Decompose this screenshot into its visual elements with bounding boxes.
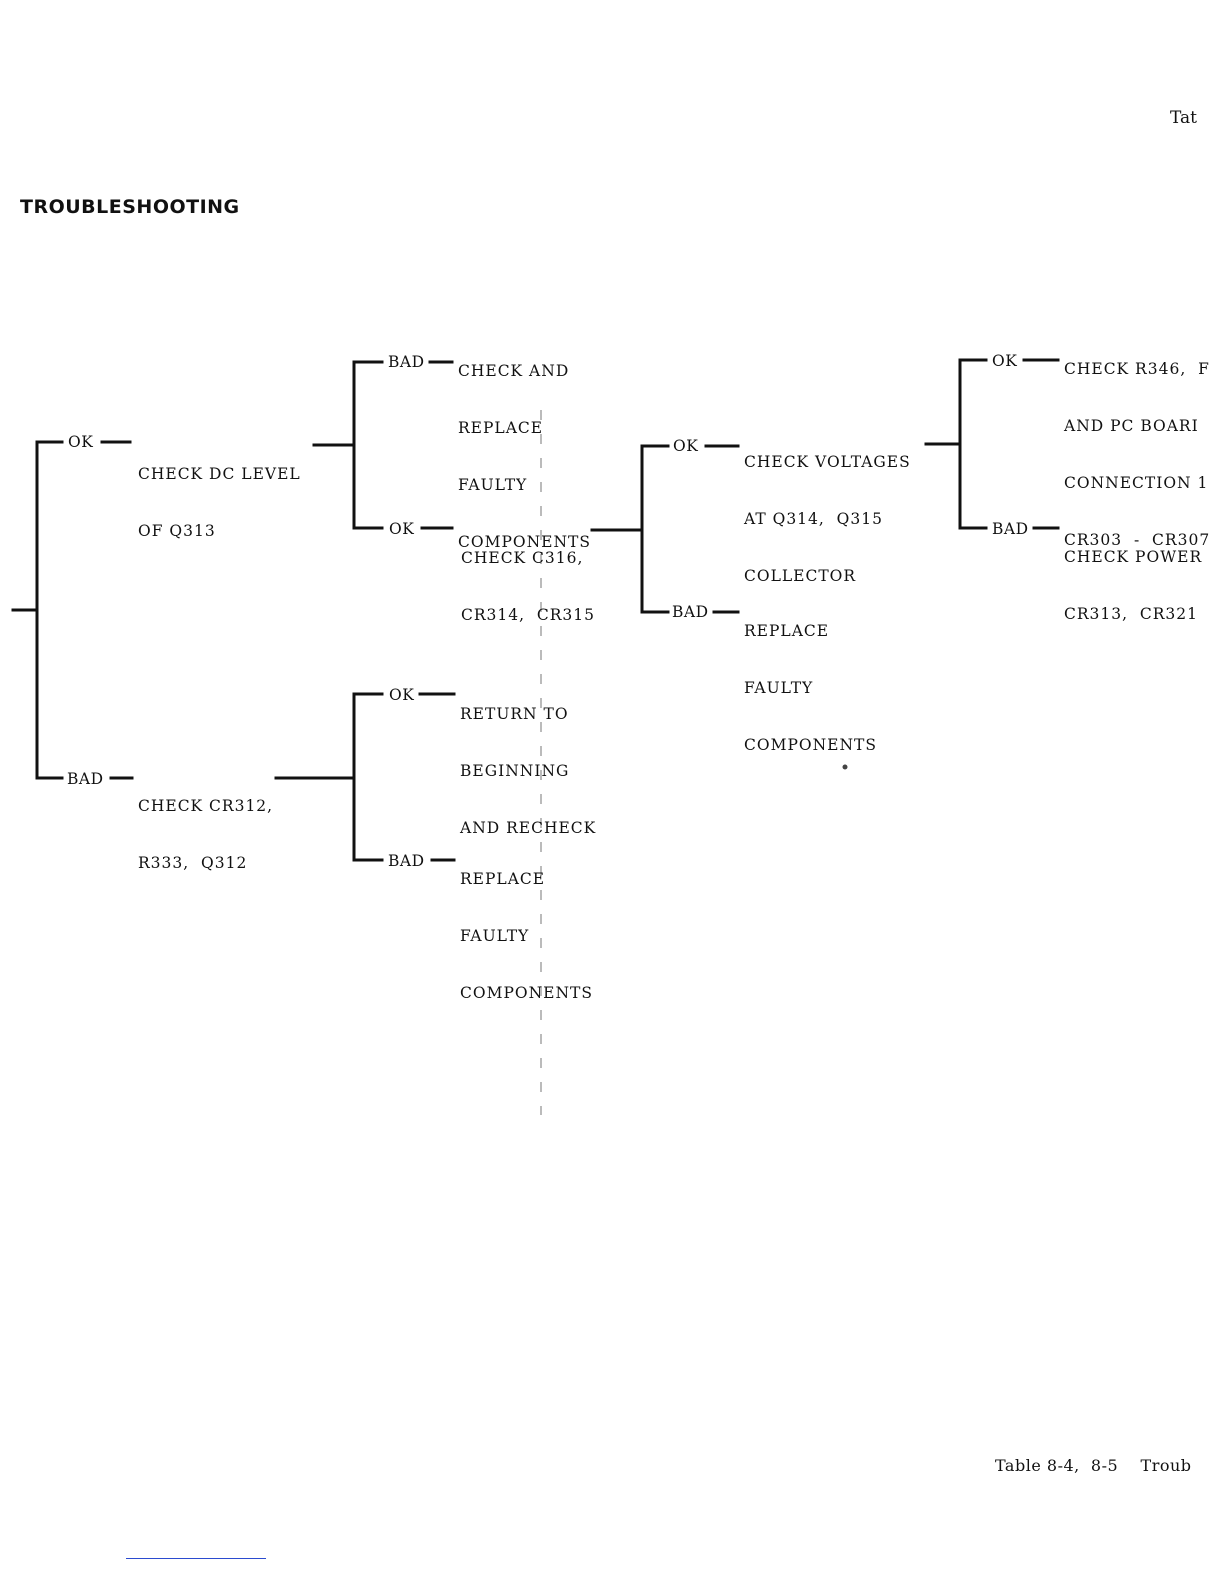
step-check-cr312: CHECK CR312, R333, Q312 (138, 759, 273, 911)
step-line: REPLACE (744, 622, 830, 640)
branch-label-bad: BAD (388, 852, 425, 870)
step-line: FAULTY (744, 679, 814, 697)
branch-label-bad: BAD (67, 770, 104, 788)
step-replace-faulty-components: REPLACE FAULTY COMPONENTS (460, 832, 593, 1041)
branch-label-ok: OK (673, 437, 699, 455)
step-line: CHECK POWER (1064, 548, 1203, 566)
step-line: RETURN TO (460, 705, 569, 723)
branch-label-ok: OK (992, 352, 1018, 370)
table-footer: Table 8-4, 8-5 Troub (995, 1456, 1192, 1475)
step-line: COLLECTOR (744, 567, 857, 585)
step-check-power: CHECK POWER CR313, CR321 (1064, 510, 1202, 662)
branch-label-bad: BAD (672, 603, 709, 621)
step-line: COMPONENTS (744, 736, 877, 754)
step-line: CHECK C316, (461, 549, 584, 567)
step-line: CHECK VOLTAGES (744, 453, 911, 471)
step-line: COMPONENTS (460, 984, 593, 1002)
step-check-r346: CHECK R346, F AND PC BOARI CONNECTION 1 … (1064, 322, 1210, 588)
step-line: COMPONENTS (458, 533, 591, 551)
branch-label-ok: OK (389, 520, 415, 538)
step-line: R333, Q312 (138, 854, 248, 872)
step-line: AND RECHECK (460, 819, 597, 837)
step-line: OF Q313 (138, 522, 216, 540)
step-line: CHECK R346, F (1064, 360, 1210, 378)
step-line: CHECK AND (458, 362, 570, 380)
step-line: AT Q314, Q315 (744, 510, 883, 528)
step-line: CONNECTION 1 (1064, 474, 1209, 492)
step-line: BEGINNING (460, 762, 570, 780)
footer-rule (126, 1558, 266, 1559)
branch-label-ok: OK (389, 686, 415, 704)
step-check-c316: CHECK C316, CR314, CR315 (461, 511, 595, 663)
step-line: CR303 - CR307 (1064, 531, 1211, 549)
step-line: REPLACE (458, 419, 544, 437)
step-return-to-beginning: RETURN TO BEGINNING AND RECHECK (460, 667, 596, 876)
step-line: CR313, CR321 (1064, 605, 1199, 623)
step-replace-faulty-components: REPLACE FAULTY COMPONENTS (744, 584, 877, 793)
step-check-and-replace: CHECK AND REPLACE FAULTY COMPONENTS (458, 324, 591, 590)
step-line: AND PC BOARI (1064, 417, 1199, 435)
table-label: Tat (1170, 108, 1197, 128)
step-line: REPLACE (460, 870, 546, 888)
section-title: TROUBLESHOOTING (20, 196, 240, 218)
step-line: CHECK CR312, (138, 797, 274, 815)
branch-label-bad: BAD (992, 520, 1029, 538)
step-line: FAULTY (458, 476, 528, 494)
branch-label-bad: BAD (388, 353, 425, 371)
step-line: FAULTY (460, 927, 530, 945)
step-check-dc-level: CHECK DC LEVEL OF Q313 (138, 427, 301, 579)
step-check-voltages: CHECK VOLTAGES AT Q314, Q315 COLLECTOR (744, 415, 911, 624)
branch-label-ok: OK (68, 433, 94, 451)
step-line: CHECK DC LEVEL (138, 465, 301, 483)
step-line: CR314, CR315 (461, 606, 596, 624)
